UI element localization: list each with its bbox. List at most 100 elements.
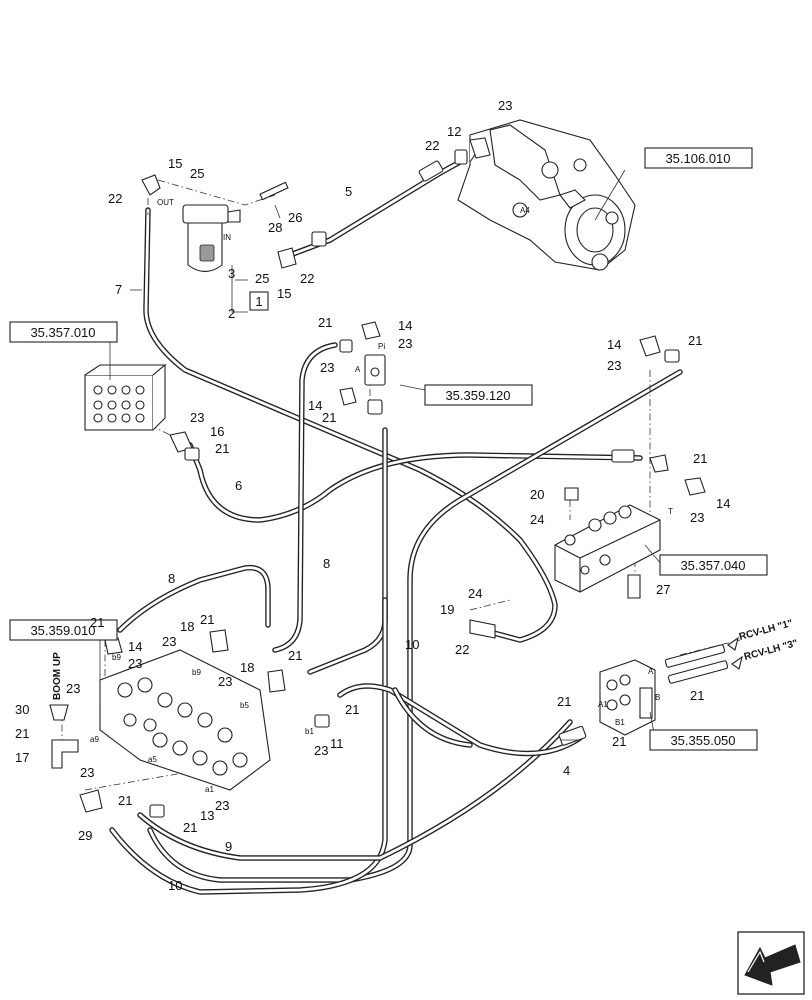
callout-23: 23 — [66, 681, 80, 696]
callout-25: 25 — [190, 166, 204, 181]
callout-23: 23 — [607, 358, 621, 373]
port-t: T — [668, 507, 673, 516]
ref-35-357-010: 35.357.010 — [30, 325, 95, 340]
callout-21: 21 — [690, 688, 704, 703]
callout-20: 20 — [530, 487, 544, 502]
callout-24: 24 — [530, 512, 544, 527]
callout-5: 5 — [345, 184, 352, 199]
callout-15: 15 — [277, 286, 291, 301]
callout-22: 22 — [425, 138, 439, 153]
callout-14: 14 — [716, 496, 730, 511]
port-pi: Pi — [378, 342, 385, 351]
part-callouts: 23 12 22 15 25 22 26 28 5 3 25 15 22 7 2… — [15, 98, 730, 893]
callout-30: 30 — [15, 702, 29, 717]
callout-19: 19 — [440, 602, 454, 617]
filter-assembly: OUT IN — [157, 181, 289, 273]
callout-23: 23 — [80, 765, 94, 780]
callout-21: 21 — [215, 441, 229, 456]
rcv-lh-3-label: RCV-LH "3" — [743, 638, 799, 663]
port-b1-control: B1 — [615, 718, 625, 727]
port-b5: b5 — [240, 701, 249, 710]
callout-21: 21 — [183, 820, 197, 835]
callout-23: 23 — [162, 634, 176, 649]
callout-17: 17 — [15, 750, 29, 765]
callout-13: 13 — [200, 808, 214, 823]
callout-29: 29 — [78, 828, 92, 843]
callout-21: 21 — [288, 648, 302, 663]
hoses — [109, 159, 683, 895]
callout-6: 6 — [235, 478, 242, 493]
callout-8: 8 — [323, 556, 330, 571]
callout-14: 14 — [398, 318, 412, 333]
port-a-control: A — [648, 667, 654, 676]
callout-23: 23 — [498, 98, 512, 113]
port-b9-2: b9 — [192, 668, 201, 677]
callout-21: 21 — [15, 726, 29, 741]
callout-23: 23 — [215, 798, 229, 813]
rcv-lh-1-label: RCV-LH "1" — [738, 618, 794, 643]
port-in: IN — [223, 233, 231, 242]
port-a1: a1 — [205, 785, 214, 794]
callout-21: 21 — [200, 612, 214, 627]
callout-21: 21 — [688, 333, 702, 348]
ref-35-106-010: 35.106.010 — [665, 151, 730, 166]
callout-23: 23 — [314, 743, 328, 758]
callout-22: 22 — [300, 271, 314, 286]
callout-21: 21 — [557, 694, 571, 709]
callout-23: 23 — [218, 674, 232, 689]
port-a1-control: A1 — [598, 700, 608, 709]
callout-12: 12 — [447, 124, 461, 139]
callout-26: 26 — [288, 210, 302, 225]
callout-15: 15 — [168, 156, 182, 171]
callout-9: 9 — [225, 839, 232, 854]
callout-23: 23 — [190, 410, 204, 425]
callout-2: 2 — [228, 306, 235, 321]
callout-10: 10 — [405, 637, 419, 652]
callout-21: 21 — [345, 702, 359, 717]
callout-18: 18 — [240, 660, 254, 675]
callout-22: 22 — [455, 642, 469, 657]
callout-14: 14 — [607, 337, 621, 352]
callout-10: 10 — [168, 878, 182, 893]
callout-27: 27 — [656, 582, 670, 597]
callout-23: 23 — [398, 336, 412, 351]
callout-24: 24 — [468, 586, 482, 601]
port-markings: Pi A T b9 b9 b5 b1 a9 a5 a1 A1 B1 A B — [90, 342, 673, 794]
hydraulic-pump: A4 — [457, 119, 636, 271]
ref-35-355-050: 35.355.050 — [670, 733, 735, 748]
callout-18: 18 — [180, 619, 194, 634]
callout-14: 14 — [128, 639, 142, 654]
callout-28: 28 — [268, 220, 282, 235]
callout-3: 3 — [228, 266, 235, 281]
port-a5: a5 — [148, 755, 157, 764]
callout-23: 23 — [128, 656, 142, 671]
callout-7: 7 — [115, 282, 122, 297]
callout-16: 16 — [210, 424, 224, 439]
port-b9: b9 — [112, 653, 121, 662]
port-b-control: B — [655, 693, 660, 702]
callout-21: 21 — [322, 410, 336, 425]
callout-14: 14 — [308, 398, 322, 413]
reference-boxes: 35.106.010 35.357.010 35.359.120 35.357.… — [9, 147, 768, 751]
port-a4: A4 — [520, 206, 530, 215]
callout-21: 21 — [90, 615, 104, 630]
callout-4: 4 — [563, 763, 570, 778]
boom-up-label: BOOM UP — [52, 652, 63, 700]
leader-lines — [99, 169, 663, 741]
callout-23: 23 — [320, 360, 334, 375]
callout-21: 21 — [318, 315, 332, 330]
port-b1: b1 — [305, 727, 314, 736]
port-a9: a9 — [90, 735, 99, 744]
ref-35-359-120: 35.359.120 — [445, 388, 510, 403]
callout-8: 8 — [168, 571, 175, 586]
fittings — [49, 137, 729, 818]
port-out: OUT — [157, 198, 174, 207]
port-a: A — [355, 365, 361, 374]
ref-35-357-040: 35.357.040 — [680, 558, 745, 573]
callout-11: 11 — [330, 736, 344, 751]
ref-35-359-010: 35.359.010 — [30, 623, 95, 638]
callout-22: 22 — [108, 191, 122, 206]
callout-21: 21 — [693, 451, 707, 466]
callout-1: 1 — [255, 294, 262, 309]
